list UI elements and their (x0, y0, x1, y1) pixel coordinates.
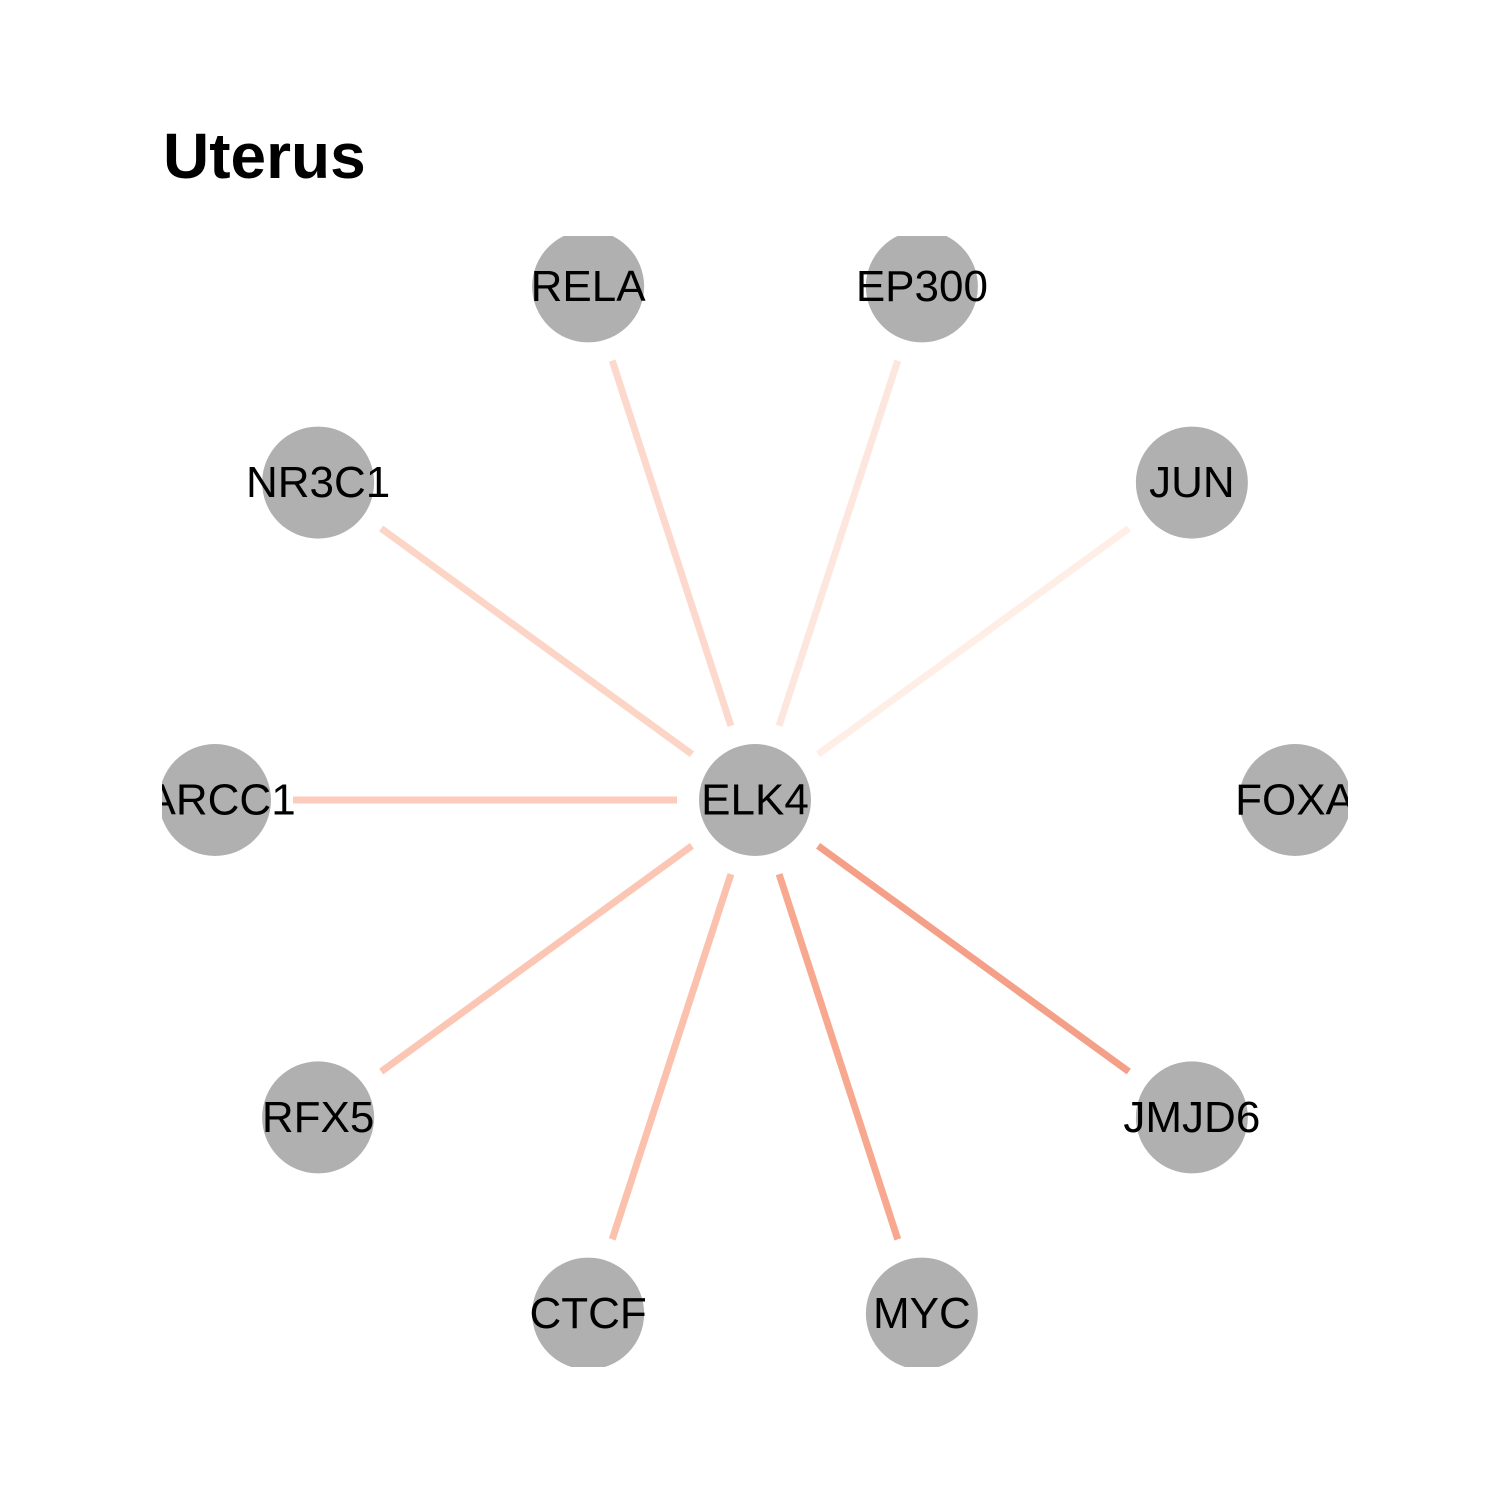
node-circle (1135, 1061, 1248, 1174)
node-label: FOXA (1235, 776, 1355, 825)
node-circle (262, 1061, 375, 1174)
node-label: RELA (531, 262, 647, 311)
node-circle (262, 426, 375, 539)
network-node: IARCC1 (134, 744, 296, 856)
edge-elk4-rela (608, 359, 735, 727)
network-node: MYC (865, 1257, 978, 1367)
network-node: JUN (1135, 426, 1248, 539)
network-node: RELA (531, 236, 647, 343)
edge-elk4-myc (775, 873, 902, 1241)
network-node: RFX5 (262, 1061, 375, 1174)
edge-elk4-nr3c1 (379, 525, 694, 757)
node-label: ELK4 (701, 776, 809, 825)
node-label: IARCC1 (134, 776, 295, 825)
network-node: FOXA (1235, 744, 1355, 856)
network-node: NR3C1 (246, 426, 390, 539)
edges-layer (293, 359, 1131, 1241)
node-circle (1239, 744, 1348, 856)
node-circle (532, 1257, 645, 1367)
node-circle (865, 236, 978, 343)
node-circle (532, 236, 645, 343)
node-label: NR3C1 (246, 458, 390, 507)
node-label: MYC (873, 1289, 971, 1338)
network-node: JMJD6 (1123, 1061, 1260, 1174)
node-label: JUN (1149, 458, 1235, 507)
network-node: CTCF (529, 1257, 647, 1367)
edge-elk4-jmjd6 (816, 843, 1131, 1075)
node-label: JMJD6 (1123, 1093, 1260, 1142)
edge-elk4-ep300 (775, 359, 902, 727)
edge-elk4-jun (816, 525, 1131, 757)
diagram-title: Uterus (163, 120, 366, 192)
node-label: RFX5 (262, 1093, 374, 1142)
node-circle (865, 1257, 978, 1367)
node-circle (1135, 426, 1248, 539)
network-node: EP300 (856, 236, 988, 343)
node-label: EP300 (856, 262, 988, 311)
edge-elk4-ctcf (608, 873, 735, 1241)
node-circle (699, 744, 811, 856)
center-node: ELK4 (699, 744, 811, 856)
edge-elk4-rfx5 (379, 843, 694, 1075)
node-circle (162, 744, 271, 856)
node-label: CTCF (529, 1289, 646, 1338)
